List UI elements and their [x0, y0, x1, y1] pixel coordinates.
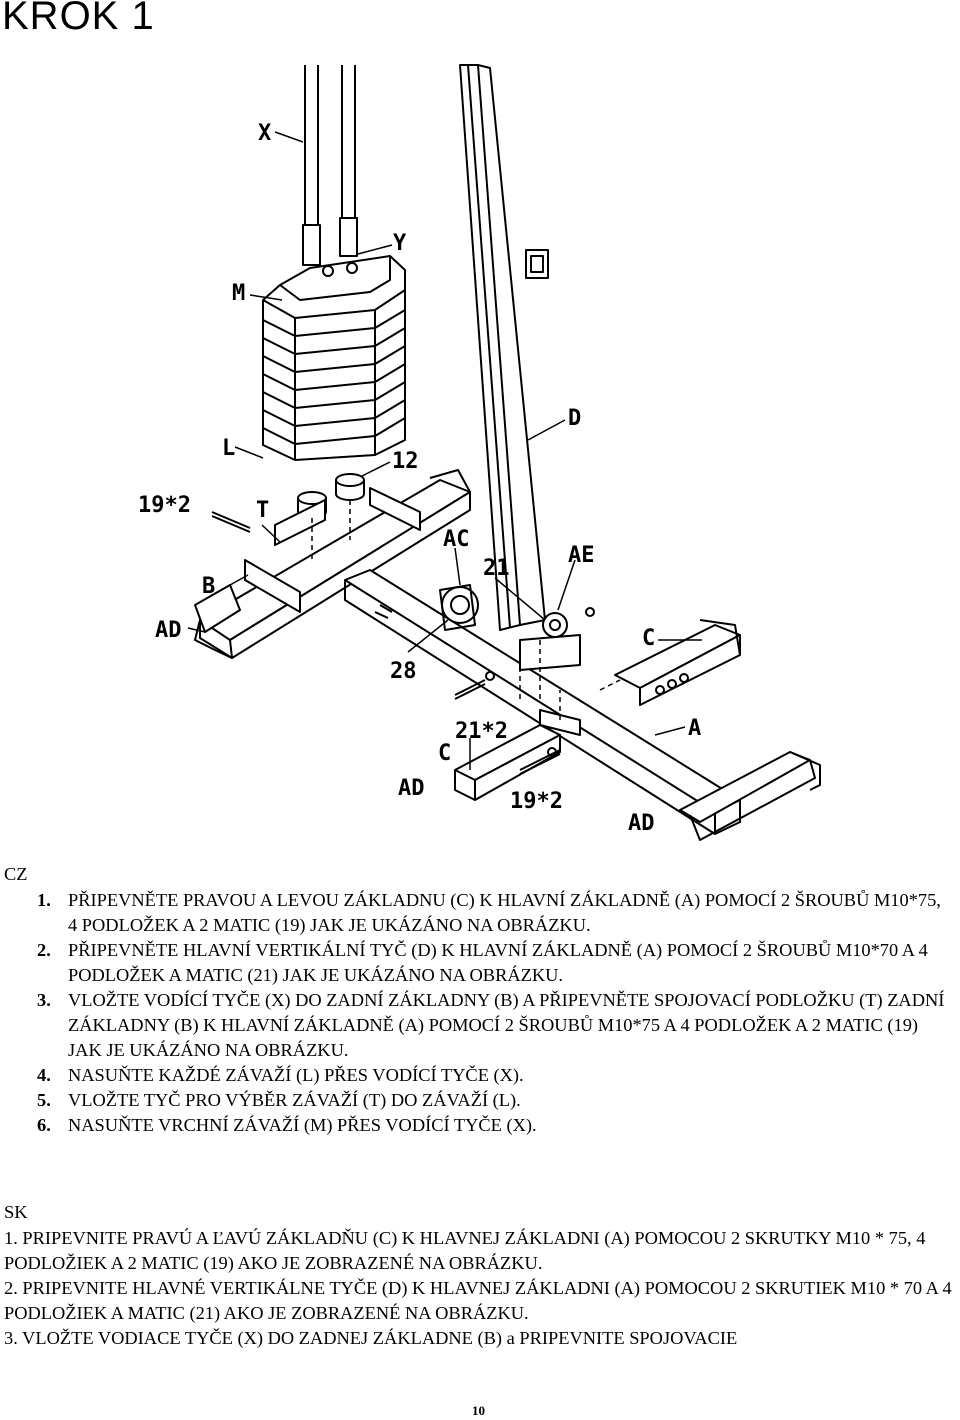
guide-rods — [302, 65, 358, 266]
cz-item: 4. NASUŇTE KAŽDÉ ZÁVAŽÍ (L) PŘES VODÍCÍ T… — [0, 1063, 948, 1088]
label-AD-left: AD — [155, 618, 182, 643]
side-base-right — [614, 619, 741, 706]
label-19x2-top: 19*2 — [138, 493, 191, 518]
label-M: M — [232, 281, 245, 306]
cz-item-number: 5. — [37, 1090, 51, 1110]
label-D: D — [568, 406, 581, 431]
bolts — [211, 511, 689, 775]
label-28: 28 — [390, 659, 417, 684]
cz-item: 2. PŘIPEVNĚTE HLAVNÍ VERTIKÁLNÍ TYČ (D) K… — [0, 938, 948, 988]
side-base-front — [454, 724, 561, 801]
cz-instructions: 1. PŘIPEVNĚTE PRAVOU A LEVOU ZÁKLADNU (C)… — [0, 888, 948, 1138]
sk-item: 2. PRIPEVNITE HLAVNÉ VERTIKÁLNE TYČE (D)… — [4, 1278, 952, 1323]
cz-item-number: 6. — [37, 1115, 51, 1135]
cz-item-text: NASUŇTE KAŽDÉ ZÁVAŽÍ (L) PŘES VODÍCÍ TYČ… — [68, 1065, 524, 1085]
cz-item-text: VLOŽTE TYČ PRO VÝBĚR ZÁVAŽÍ (T) DO ZÁVAŽ… — [68, 1090, 521, 1110]
label-T: T — [256, 498, 269, 523]
cz-item-text: PŘIPEVNĚTE PRAVOU A LEVOU ZÁKLADNU (C) K… — [68, 890, 941, 935]
label-AC: AC — [443, 527, 470, 552]
label-21: 21 — [483, 556, 510, 581]
assembly-diagram: X Y M L D 12 19*2 T AC 21 AE B AD C 28 A… — [138, 64, 821, 841]
cz-heading: CZ — [4, 864, 28, 884]
main-base — [344, 569, 821, 841]
label-19x2-bottom: 19*2 — [510, 789, 563, 814]
sk-item: 3. VLOŽTE VODIACE TYČE (X) DO ZADNEJ ZÁK… — [4, 1328, 738, 1348]
label-C-front: C — [438, 741, 451, 766]
label-C-right: C — [642, 626, 655, 651]
cz-item-number: 3. — [37, 990, 51, 1010]
label-21x2: 21*2 — [455, 719, 508, 744]
label-12: 12 — [392, 449, 419, 474]
main-post — [459, 64, 549, 631]
label-Y: Y — [393, 231, 407, 256]
sk-instructions: 1. PRIPEVNITE PRAVÚ A ĽAVÚ ZÁKLADŇU (C) … — [4, 1226, 958, 1351]
label-B: B — [202, 574, 215, 599]
label-AD-front: AD — [398, 776, 425, 801]
label-AE: AE — [568, 543, 595, 568]
sk-heading: SK — [4, 1202, 28, 1222]
sk-item: 1. PRIPEVNITE PRAVÚ A ĽAVÚ ZÁKLADŇU (C) … — [4, 1228, 926, 1273]
cz-item-number: 1. — [37, 890, 51, 910]
cz-item-text: NASUŇTE VRCHNÍ ZÁVAŽÍ (M) PŘES VODÍCÍ TY… — [68, 1115, 537, 1135]
cz-item: 6. NASUŇTE VRCHNÍ ZÁVAŽÍ (M) PŘES VODÍCÍ … — [0, 1113, 948, 1138]
cz-item-text: VLOŽTE VODÍCÍ TYČE (X) DO ZADNÍ ZÁKLADNY… — [68, 990, 945, 1060]
page-title: KROK 1 — [2, 0, 155, 38]
weight-stack — [262, 255, 406, 461]
cz-item-number: 4. — [37, 1065, 51, 1085]
label-A: A — [688, 716, 701, 741]
pulley — [439, 584, 479, 631]
label-X: X — [258, 121, 271, 146]
cz-item-text: PŘIPEVNĚTE HLAVNÍ VERTIKÁLNÍ TYČ (D) K H… — [68, 940, 928, 985]
cz-item-number: 2. — [37, 940, 51, 960]
label-L: L — [222, 436, 235, 461]
cz-item: 1. PŘIPEVNĚTE PRAVOU A LEVOU ZÁKLADNU (C)… — [0, 888, 948, 938]
cz-item: 5. VLOŽTE TYČ PRO VÝBĚR ZÁVAŽÍ (T) DO ZÁV… — [0, 1088, 948, 1113]
page-number: 10 — [472, 1403, 485, 1418]
label-AD-right: AD — [628, 811, 655, 836]
cz-item: 3. VLOŽTE VODÍCÍ TYČE (X) DO ZADNÍ ZÁKLAD… — [0, 988, 948, 1063]
